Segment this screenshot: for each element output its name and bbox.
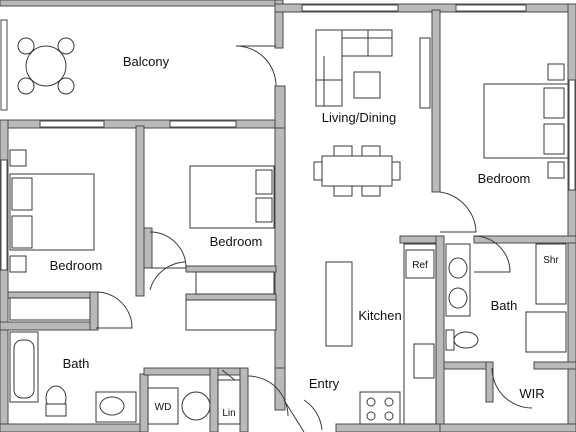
label-bedroom-east: Bedroom [478,171,531,186]
bath-east-fixtures [445,243,567,353]
label-lin: Lin [222,408,235,419]
room-labels: Balcony Living/Dining Bedroom Bedroom Be… [50,54,545,401]
label-wir: WIR [519,386,544,401]
label-bath-west: Bath [63,356,90,371]
label-bedroom-west: Bedroom [50,258,103,273]
label-bedroom-center: Bedroom [210,234,263,249]
balcony-table-set [17,37,75,95]
kitchen-counter [359,243,437,425]
label-living-dining: Living/Dining [322,110,396,125]
kitchen-island [325,261,353,347]
closet-center [195,271,275,295]
bed-west [9,149,95,273]
label-wd: WD [155,402,172,413]
living-sofa [315,29,431,109]
label-ref: Ref [412,260,428,271]
label-kitchen: Kitchen [358,308,401,323]
label-balcony: Balcony [123,54,170,69]
label-shr: Shr [543,255,559,266]
laundry [147,379,241,425]
bath-west-fixtures [9,331,137,423]
doors [95,45,533,432]
bed-east [483,63,569,179]
furniture [9,29,569,425]
closet-west [9,297,91,321]
windows [0,4,576,271]
label-entry: Entry [309,376,340,391]
dining-table [313,145,401,197]
closet-hall [185,299,277,331]
label-bath-east: Bath [491,298,518,313]
fixture-labels: Ref Shr WD Lin [155,255,560,419]
bed-center [189,165,275,229]
